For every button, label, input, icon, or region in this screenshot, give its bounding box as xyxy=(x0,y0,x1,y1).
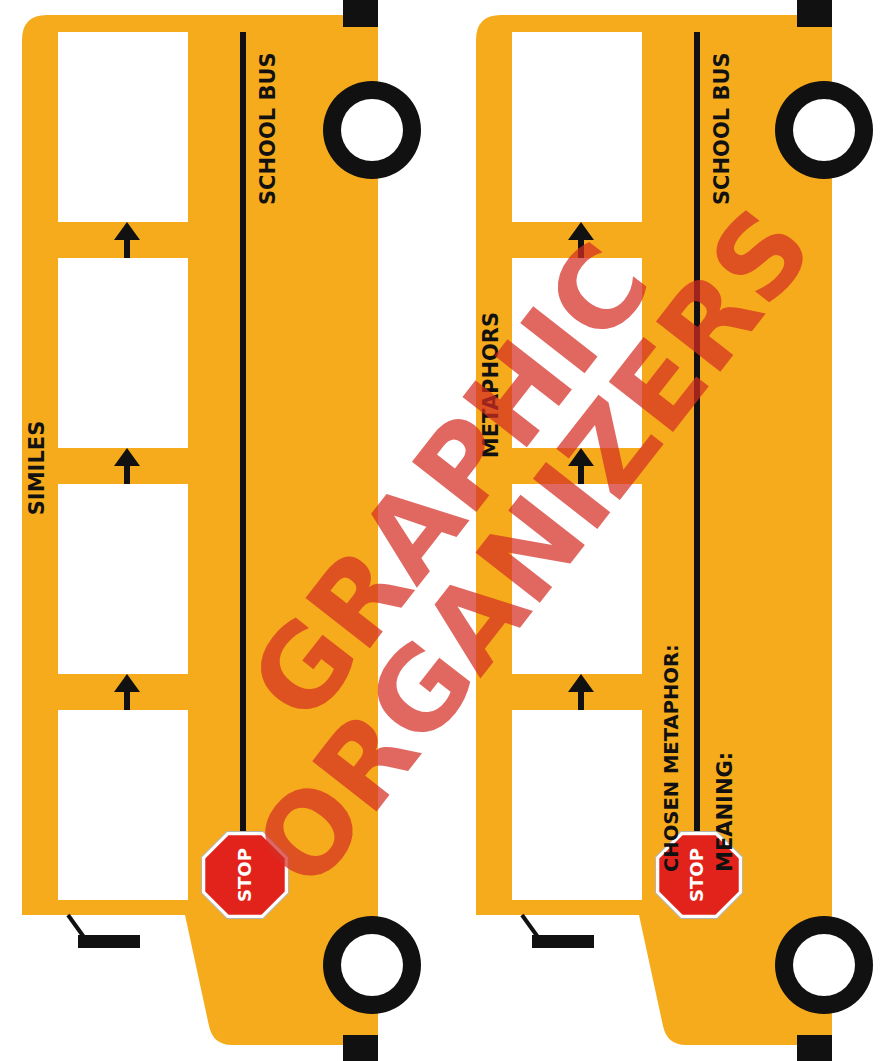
section-title: METAPHORS xyxy=(479,312,503,458)
mirror xyxy=(532,935,594,948)
field-label: MEANING: xyxy=(713,752,737,872)
window xyxy=(512,258,642,448)
bumper xyxy=(343,1035,378,1061)
wheel xyxy=(323,81,421,179)
bus-lettering: SCHOOL BUS xyxy=(710,52,734,205)
bumper xyxy=(797,0,832,27)
window xyxy=(512,710,642,900)
wheel-hub xyxy=(341,99,403,161)
octagon-face xyxy=(205,835,284,914)
bus-lettering: SCHOOL BUS xyxy=(256,52,280,205)
body-stripe xyxy=(240,32,246,882)
bus-body: METAPHORS SCHOOL BUS CHOSEN METAPHOR: MEANI… xyxy=(476,15,832,1045)
bus-right xyxy=(476,0,873,1061)
octagon-rim xyxy=(201,831,289,919)
wheel-hub xyxy=(793,934,855,996)
window xyxy=(512,484,642,674)
octagon-border xyxy=(656,832,742,918)
stop-text: STOP xyxy=(687,848,708,902)
octagon-face xyxy=(659,835,738,914)
window xyxy=(58,484,188,674)
window xyxy=(512,32,642,222)
arrow xyxy=(568,448,594,484)
arrow xyxy=(114,222,140,258)
wheel xyxy=(775,81,873,179)
body-stripe xyxy=(694,32,700,882)
stop-text: STOP xyxy=(235,848,256,902)
octagon-border xyxy=(202,832,288,918)
bumper xyxy=(797,1035,832,1061)
window xyxy=(58,710,188,900)
bus-body xyxy=(476,15,832,1045)
bumper xyxy=(343,0,378,27)
arrow xyxy=(568,222,594,258)
arrow xyxy=(568,674,594,710)
wheel xyxy=(775,916,873,1014)
bus-body: SIMILES SCHOOL BUS STOP xyxy=(22,15,378,1045)
wheel-hub xyxy=(341,934,403,996)
wheel-hub xyxy=(793,99,855,161)
arrow xyxy=(114,448,140,484)
bus-body xyxy=(22,15,378,1045)
section-title: SIMILES xyxy=(25,421,49,516)
arrow xyxy=(114,674,140,710)
octagon-rim xyxy=(655,831,743,919)
wheel xyxy=(323,916,421,1014)
stop-sign: STOP xyxy=(197,827,293,923)
window xyxy=(58,32,188,222)
field-label: CHOSEN METAPHOR: xyxy=(661,644,683,872)
bus-left xyxy=(22,0,421,1061)
window xyxy=(58,258,188,448)
mirror xyxy=(78,935,140,948)
